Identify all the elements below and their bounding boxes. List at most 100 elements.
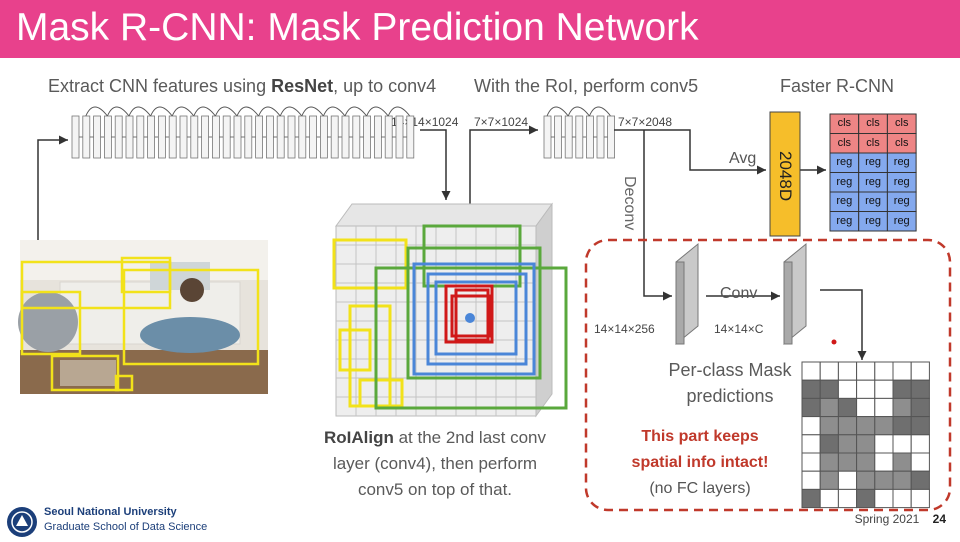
caption-extract-a: Extract CNN features using	[48, 76, 272, 96]
resnet-layer	[373, 115, 382, 159]
conv5-layer	[554, 115, 562, 159]
resnet-layer	[168, 115, 177, 159]
mask-cell	[856, 452, 876, 472]
resnet-layer	[352, 115, 361, 159]
resnet-layer	[71, 115, 80, 159]
reg-label: reg	[836, 156, 853, 168]
skip-connection	[171, 106, 195, 117]
reg-label: reg	[836, 214, 853, 227]
cls-label: cls	[866, 117, 880, 129]
skip-connection	[344, 106, 367, 117]
skip-connection	[322, 106, 346, 117]
mask-cell	[874, 397, 894, 418]
mask-cell	[819, 488, 839, 509]
mask-cell	[819, 416, 839, 436]
feature-2048d-label: 2048D	[776, 151, 795, 202]
mask-cell	[892, 452, 912, 472]
photo-detection-boxes	[20, 256, 260, 392]
mask-cell	[910, 452, 930, 472]
conv5-to-avg-arrow	[614, 129, 766, 175]
cls-label: cls	[866, 136, 880, 149]
mask-cell	[837, 434, 858, 454]
mask-cell	[837, 416, 858, 436]
resnet-layer	[233, 115, 242, 159]
image-to-resnet-arrow	[37, 135, 68, 240]
resnet-layer	[82, 115, 91, 159]
mask-cell	[910, 416, 930, 436]
mask-cell	[892, 397, 912, 418]
mask-prediction-grid	[801, 361, 930, 509]
per-class-line2: predictions	[686, 386, 774, 406]
mask-cell	[819, 397, 839, 418]
resnet-layer	[406, 115, 415, 159]
roialign-line2: layer (conv4), then perform	[332, 454, 538, 473]
conv5-layer	[596, 115, 605, 159]
resnet-layer	[265, 115, 274, 159]
mask-cell	[819, 470, 839, 490]
roialign-line3: conv5 on top of that.	[357, 480, 513, 499]
skip-connection	[567, 106, 590, 117]
skip-connection	[279, 106, 303, 117]
caption-extract-b: ResNet	[271, 76, 334, 96]
reg-label: reg	[836, 175, 853, 188]
resnet-layer	[255, 115, 264, 159]
roi-blue-boxes	[412, 262, 536, 376]
mask-cell	[874, 416, 894, 436]
cls-label: cls	[895, 136, 909, 149]
mask-cell	[801, 379, 821, 399]
mask-cell	[910, 470, 930, 490]
skip-connection	[85, 106, 108, 117]
mask-cell	[910, 488, 930, 509]
university-name: Seoul National University	[44, 506, 177, 518]
resnet-layer	[157, 115, 166, 159]
mask-cell	[856, 470, 876, 490]
resnet-layer-stack	[71, 106, 415, 159]
dim-14-256: 14×14×256	[594, 322, 655, 336]
mask-cell	[856, 361, 876, 381]
mask-cell	[801, 416, 821, 436]
reg-label: reg	[865, 195, 881, 207]
head-table	[829, 113, 917, 232]
resnet-layer	[222, 115, 231, 159]
skip-connection	[214, 106, 238, 117]
mask-cell	[892, 488, 912, 509]
cls-label: cls	[895, 117, 909, 129]
school-name: Graduate School of Data Science	[44, 521, 208, 533]
mask-cell	[819, 361, 839, 381]
roi-green-boxes	[374, 224, 568, 410]
skip-connection	[128, 106, 151, 117]
skip-connection	[106, 106, 130, 117]
title-bar: Mask R-CNN: Mask Prediction Network	[0, 0, 960, 58]
mask-cell	[874, 434, 894, 454]
mask-cell	[837, 397, 858, 418]
deconv-arrow	[643, 130, 672, 301]
resnet-layer	[384, 115, 393, 159]
reg-cell	[886, 211, 917, 232]
mask-cell	[837, 452, 858, 472]
mask-cell	[819, 379, 839, 399]
cls-label: cls	[837, 136, 852, 149]
conv5-layer	[575, 115, 584, 159]
keeps-line2: spatial info intact!	[631, 454, 769, 471]
resnet-layer	[319, 115, 328, 159]
term-label: Spring 2021	[854, 512, 920, 526]
mask-cell	[801, 452, 821, 472]
reg-label: reg	[893, 175, 910, 188]
per-class-line1: Per-class Mask	[668, 360, 792, 380]
mask-feature-slab-1	[675, 242, 699, 346]
university-emblem-icon	[7, 507, 37, 537]
resnet-layer	[244, 115, 253, 159]
roialign-term: RoIAlign	[323, 428, 394, 447]
reg-label: reg	[865, 214, 881, 227]
conv5-layer	[564, 115, 573, 159]
resnet-layer	[276, 115, 285, 159]
page-number: 24	[932, 512, 946, 526]
mask-cell	[892, 361, 912, 381]
mask-cell	[801, 361, 821, 381]
mask-feature-slab-2	[783, 242, 807, 346]
mask-cell	[819, 434, 839, 454]
conv-label: Conv	[720, 285, 758, 302]
reg-label: reg	[893, 156, 910, 168]
mask-cell	[837, 470, 858, 490]
